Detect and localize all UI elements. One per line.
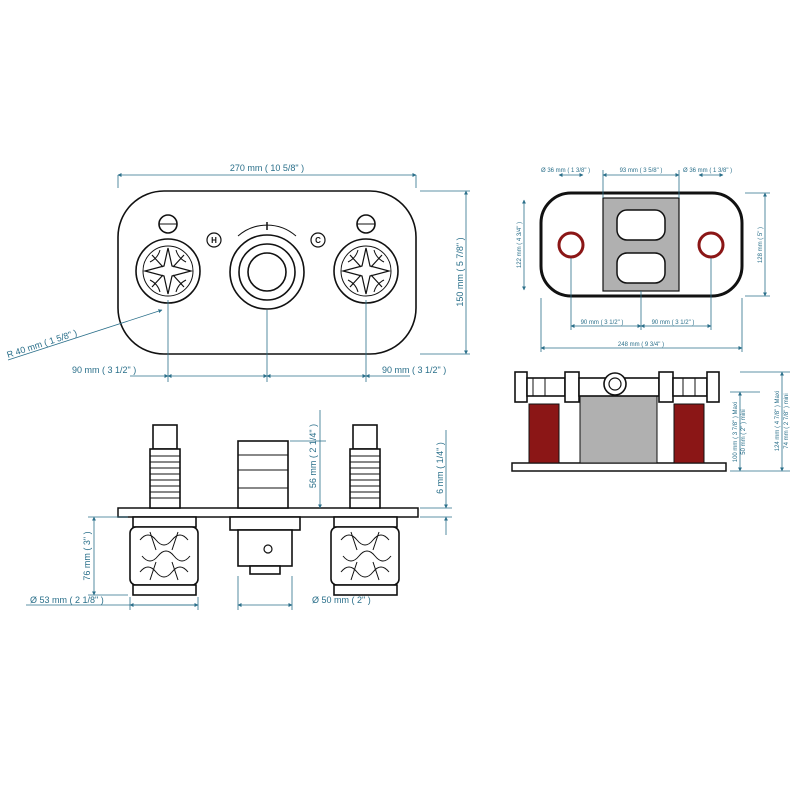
rough-in-side-view: 100 mm ( 3 7/8" ) Maxi 50 mm ( 2" ) mini… [511, 371, 790, 472]
side-plate [117, 507, 419, 518]
left-red-valve [528, 403, 560, 464]
right-indicator-screw [356, 214, 376, 234]
left-threaded-inlet [149, 424, 181, 509]
rough-spacing-left-label: 90 mm ( 3 1/2" ) [581, 320, 624, 326]
handle-diameter-label: Ø 53 mm ( 2 1/8" ) [30, 595, 104, 605]
rough-right-hole-label: Ø 36 mm ( 1 3/8" ) [683, 168, 732, 174]
rough-depth-min-label: 50 mm ( 2" ) mini [741, 409, 747, 454]
front-view: H C 270 mm [6, 163, 470, 382]
rough-overall-max-label: 124 mm ( 4 7/8" ) Maxi [775, 391, 781, 451]
handle-height-label: 76 mm ( 3" ) [82, 531, 92, 580]
rough-spacing-right-label: 90 mm ( 3 1/2" ) [652, 320, 695, 326]
rough-right-height-label: 128 mm ( 5" ) [758, 227, 764, 263]
front-spacing-right-label: 90 mm ( 3 1/2" ) [382, 365, 446, 375]
radius-label: R 40 mm ( 1 5/8" ) [6, 328, 79, 360]
hot-label: H [211, 236, 217, 245]
cold-label-circle [310, 232, 326, 248]
lower-port [616, 252, 666, 284]
rough-left-hole-label: Ø 36 mm ( 1 3/8" ) [541, 168, 590, 174]
plate-thickness-label: 6 mm ( 1/4" ) [435, 442, 445, 494]
radius-leader [7, 309, 163, 361]
knob-diameter-label: Ø 50 mm ( 2" ) [312, 595, 371, 605]
rough-side-body [579, 394, 658, 464]
rough-in-top-view: Ø 36 mm ( 1 3/8" ) 93 mm ( 3 5/8" ) Ø 36… [517, 168, 770, 352]
cartridge-height-label: 56 mm ( 2 1/4" ) [308, 424, 318, 488]
right-supply-hole [697, 231, 725, 259]
center-cartridge [229, 440, 301, 575]
front-height-label: 150 mm ( 5 7/8" ) [455, 237, 465, 306]
left-valve-handle [135, 238, 201, 304]
front-width-label: 270 mm ( 10 5/8" ) [230, 163, 304, 173]
right-valve-handle [333, 238, 399, 304]
rough-side-pipework [514, 371, 720, 403]
upper-port [616, 209, 666, 241]
rough-center-width-label: 93 mm ( 3 5/8" ) [620, 168, 663, 174]
rough-left-height-label: 122 mm ( 4 3/4" ) [517, 222, 523, 268]
rough-side-plate [511, 462, 727, 472]
rough-total-width-label: 248 mm ( 9 3/4" ) [618, 342, 664, 348]
front-spacing-left-label: 90 mm ( 3 1/2" ) [72, 365, 136, 375]
side-view: 56 mm ( 2 1/4" ) 6 mm ( 1/4" ) 76 mm ( 3… [26, 410, 452, 610]
rough-depth-max-label: 100 mm ( 3 7/8" ) Maxi [733, 402, 739, 462]
right-red-valve [673, 403, 705, 464]
left-supply-hole [557, 231, 585, 259]
left-indicator-screw [158, 214, 178, 234]
hot-label-circle [206, 232, 222, 248]
rough-overall-min-label: 74 mm ( 2 7/8" ) mini [784, 393, 790, 448]
left-side-handle [129, 516, 199, 596]
thermostatic-knob [229, 234, 305, 310]
right-side-handle [330, 516, 400, 596]
cold-label: C [315, 236, 321, 245]
right-threaded-inlet [349, 424, 381, 509]
